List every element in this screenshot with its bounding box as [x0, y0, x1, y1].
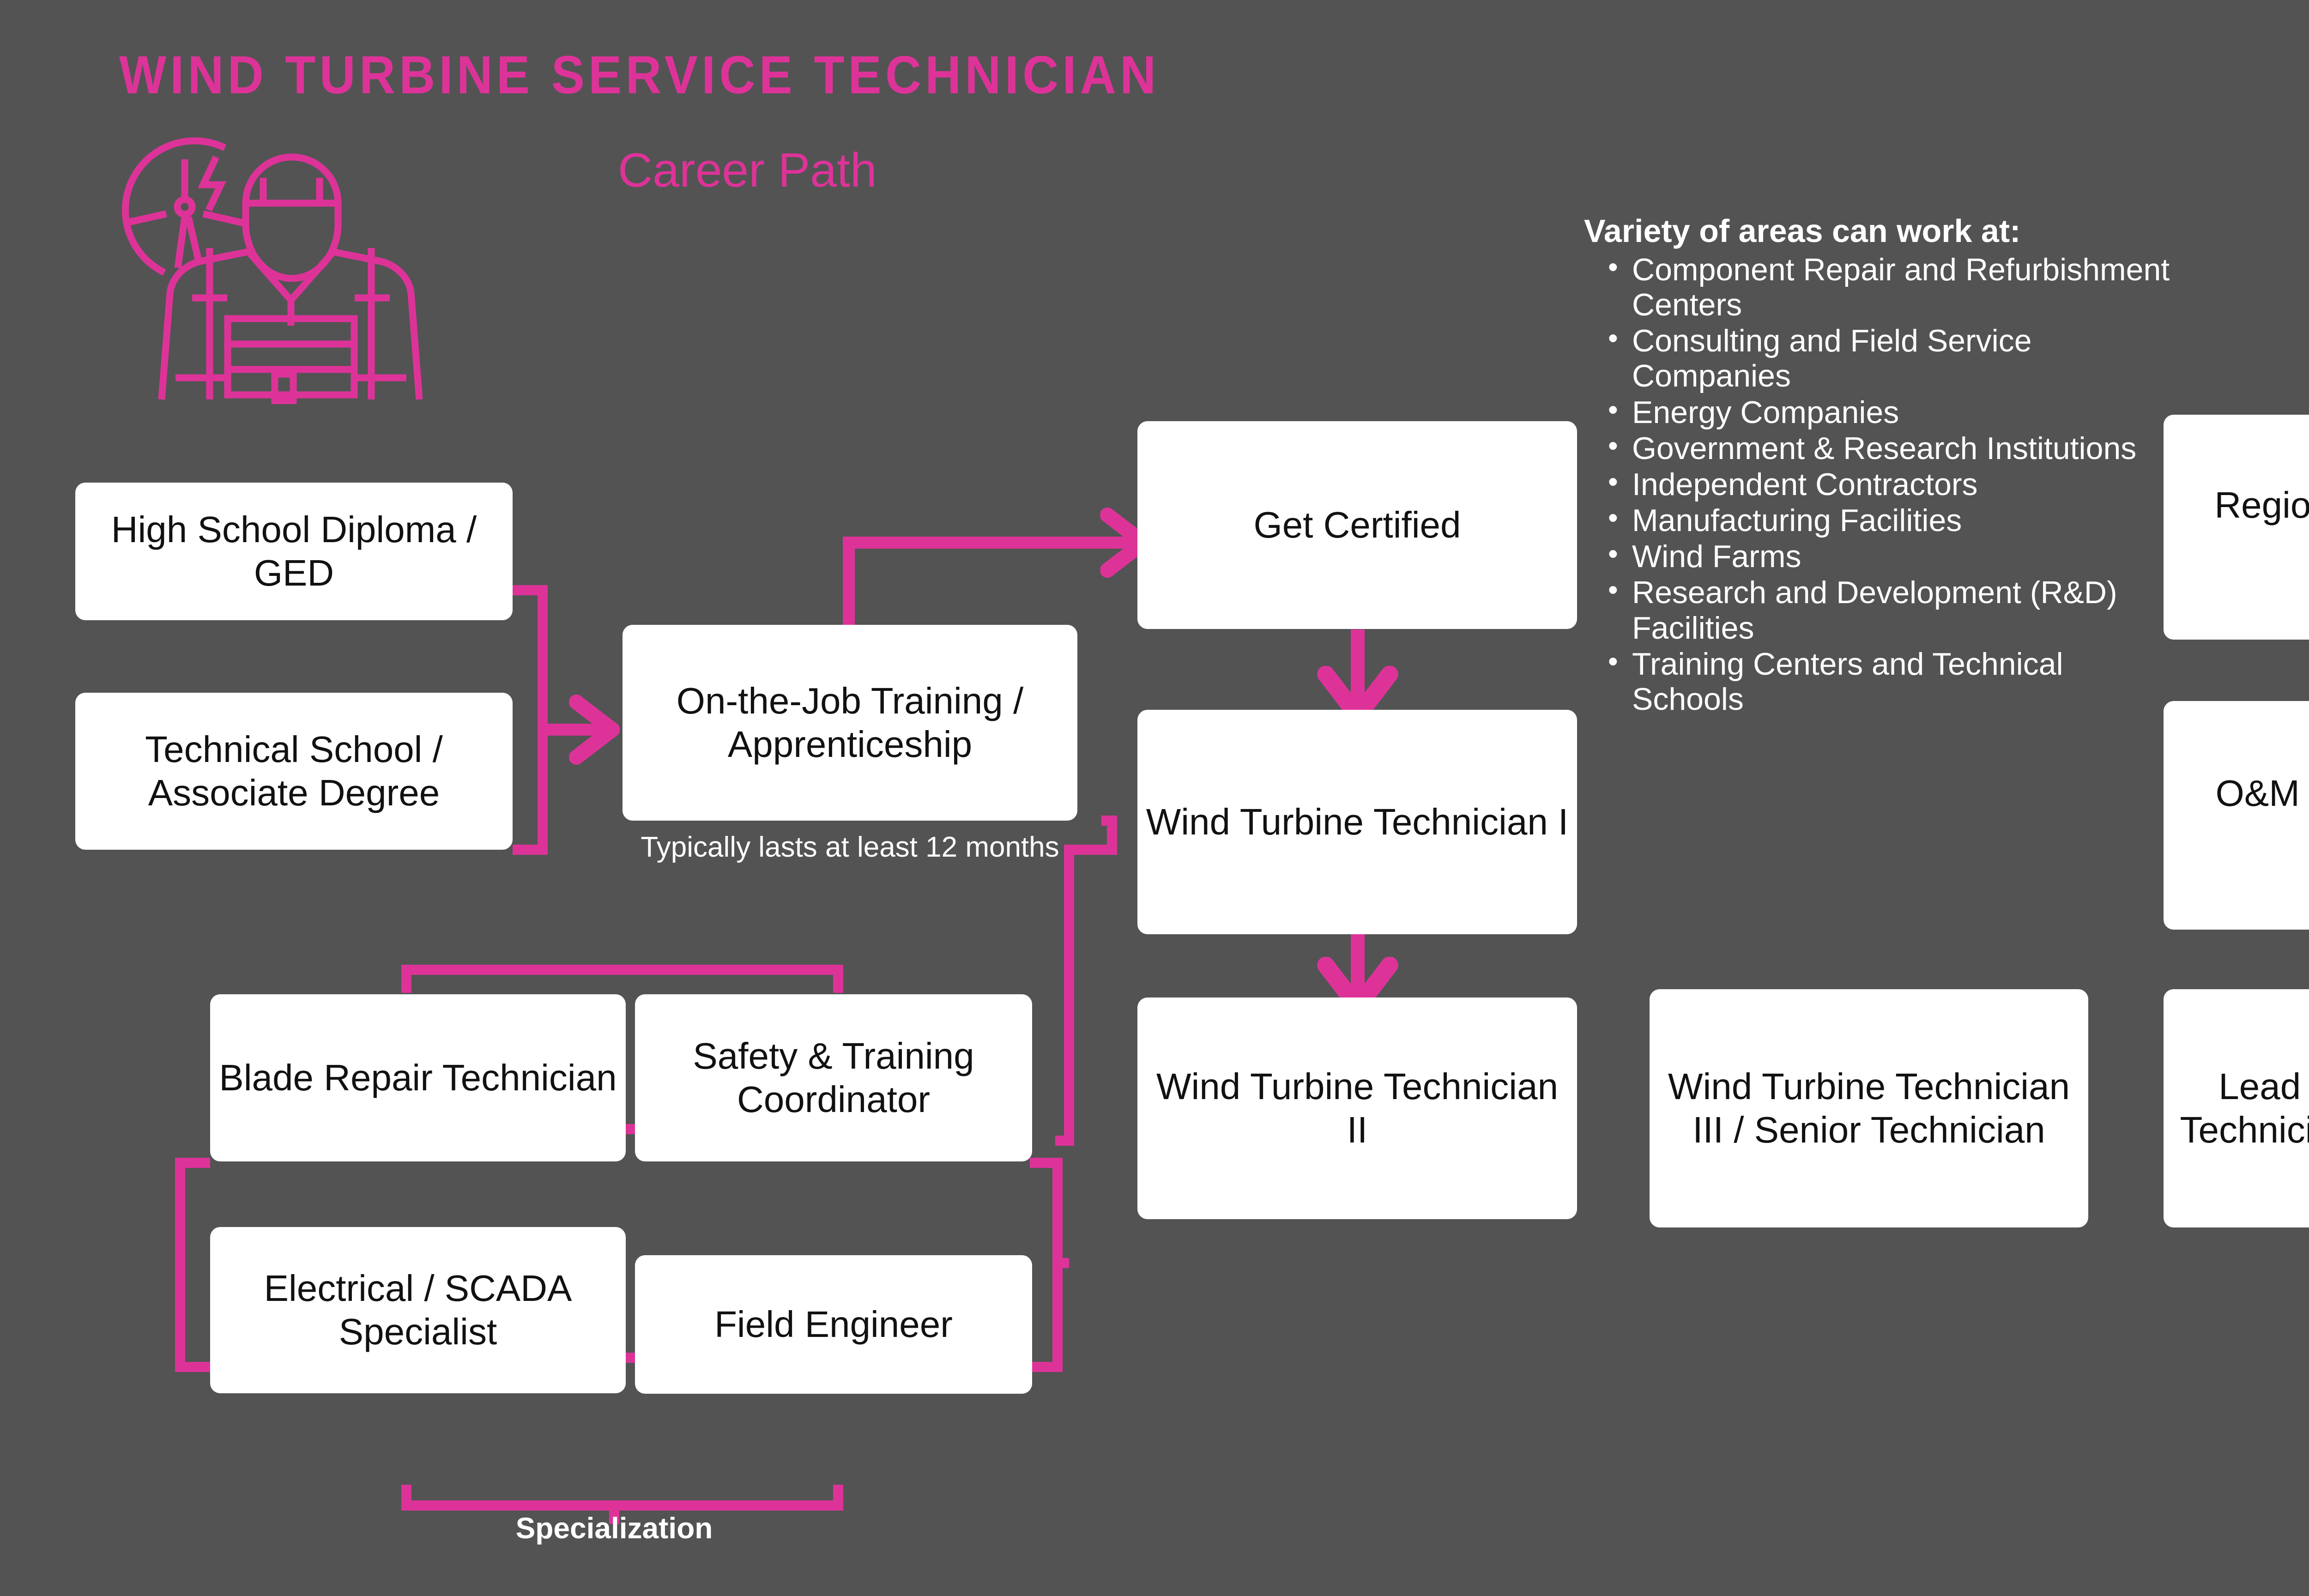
node-electrical-scada-specialist[interactable]: Electrical / SCADA Specialist — [210, 1227, 626, 1393]
list-item: Independent Contractors — [1608, 466, 2180, 502]
node-label: Wind Turbine Technician II — [1156, 1065, 1559, 1150]
node-wind-turbine-technician-1[interactable]: Wind Turbine Technician I — [1137, 710, 1577, 934]
specialization-group-label: Specialization — [515, 1511, 713, 1545]
list-item: Research and Development (R&D) Facilitie… — [1608, 574, 2180, 645]
node-lead-wind-turbine-technician[interactable]: Lead Wind Turbine Technician / Team Lead — [2164, 989, 2309, 1227]
wind-turbine-technician-icon — [121, 137, 423, 404]
list-item: Government & Research Institutions — [1608, 430, 2180, 466]
node-label: O&M Manager / Site Manager — [2215, 773, 2309, 814]
node-label: Get Certified — [1253, 504, 1461, 545]
node-label: Field Engineer — [714, 1303, 953, 1345]
node-label: Wind Turbine Technician III / Senior Tec… — [1668, 1065, 2070, 1150]
list-item: Wind Farms — [1608, 538, 2180, 574]
node-label: Wind Turbine Technician I — [1146, 801, 1569, 842]
node-wind-turbine-technician-2[interactable]: Wind Turbine Technician II — [1137, 998, 1577, 1219]
node-safety-training-coordinator[interactable]: Safety & Training Coordinator — [635, 994, 1032, 1161]
node-label: Electrical / SCADA Specialist — [264, 1267, 572, 1352]
list-item: Manufacturing Facilities — [1608, 502, 2180, 538]
node-technical-school[interactable]: Technical School / Associate Degree — [75, 693, 513, 850]
page-subtitle: Career Path — [618, 144, 877, 197]
ojt-duration-caption: Typically lasts at least 12 months — [641, 831, 1059, 863]
list-item: Component Repair and Refurbishment Cente… — [1608, 251, 2180, 322]
node-field-engineer[interactable]: Field Engineer — [635, 1255, 1032, 1394]
node-label: Safety & Training Coordinator — [693, 1035, 974, 1120]
node-label: On-the-Job Training / Apprenticeship — [676, 680, 1024, 765]
node-label: Lead Wind Turbine Technician / Team Lead — [2180, 1065, 2309, 1150]
work-areas-panel: Variety of areas can work at: Component … — [1584, 212, 2180, 718]
node-high-school-diploma[interactable]: High School Diploma / GED — [75, 483, 513, 620]
list-item: Consulting and Field Service Companies — [1608, 322, 2180, 393]
node-label: High School Diploma / GED — [111, 508, 477, 593]
node-label: Regional Operations Manager — [2214, 484, 2309, 526]
node-om-manager[interactable]: O&M Manager / Site Manager — [2164, 701, 2309, 930]
list-item: Training Centers and Technical Schools — [1608, 646, 2180, 717]
node-wind-turbine-technician-3[interactable]: Wind Turbine Technician III / Senior Tec… — [1650, 989, 2088, 1227]
node-get-certified[interactable]: Get Certified — [1137, 421, 1577, 629]
page-title: WIND TURBINE SERVICE TECHNICIAN — [119, 45, 1160, 105]
work-areas-list: Component Repair and Refurbishment Cente… — [1584, 251, 2180, 717]
node-label: Blade Repair Technician — [219, 1057, 617, 1098]
node-on-the-job-training[interactable]: On-the-Job Training / Apprenticeship — [623, 625, 1077, 821]
node-blade-repair-technician[interactable]: Blade Repair Technician — [210, 994, 626, 1161]
node-regional-operations-manager[interactable]: Regional Operations Manager — [2164, 415, 2309, 640]
node-label: Technical School / Associate Degree — [145, 728, 443, 813]
work-areas-title: Variety of areas can work at: — [1584, 213, 2021, 249]
list-item: Energy Companies — [1608, 394, 2180, 430]
